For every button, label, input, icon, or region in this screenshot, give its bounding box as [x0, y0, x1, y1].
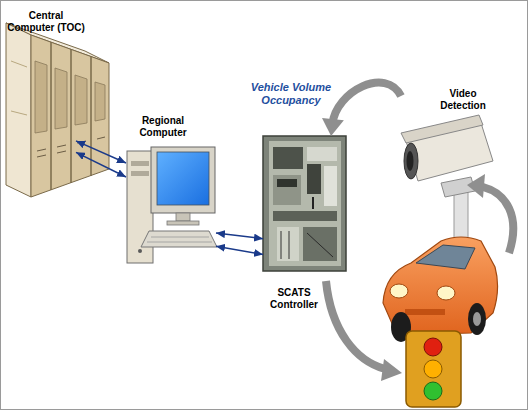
- data-link-arrow: [216, 246, 263, 254]
- central-computer-node: Central Computer (TOC): [6, 6, 76, 196]
- data-link-arrow: [76, 141, 126, 163]
- controller-photo: [263, 136, 346, 271]
- data-link-line: [76, 141, 126, 163]
- data-link-line: [76, 152, 126, 177]
- server-cabinet: [6, 23, 109, 197]
- data-link-line: [216, 246, 263, 254]
- data-link-line: [216, 233, 263, 239]
- node-label: Video Detection: [431, 88, 495, 112]
- arrow-head: [322, 118, 344, 136]
- desktop-computer: [127, 147, 217, 263]
- data-link-arrow: [216, 233, 263, 239]
- flow-arrow-shaft: [332, 83, 401, 125]
- traffic-light: [406, 331, 461, 407]
- sports-car: [383, 237, 498, 342]
- video-detection-node: Video Detection: [401, 86, 511, 286]
- flow-arrow: [467, 174, 513, 253]
- node-label: Regional Computer: [132, 115, 194, 139]
- flow-arrow: [322, 83, 401, 136]
- flow-arrow: [326, 281, 402, 381]
- controller-node: SCATS Controller: [263, 136, 346, 313]
- node-label: SCATS Controller: [263, 287, 325, 311]
- node-label: Central Computer (TOC): [6, 10, 86, 34]
- regional-computer-node: Regional Computer: [126, 111, 216, 276]
- edge-label: Vehicle Volume Occupancy: [246, 81, 336, 107]
- data-link-arrow: [76, 152, 126, 177]
